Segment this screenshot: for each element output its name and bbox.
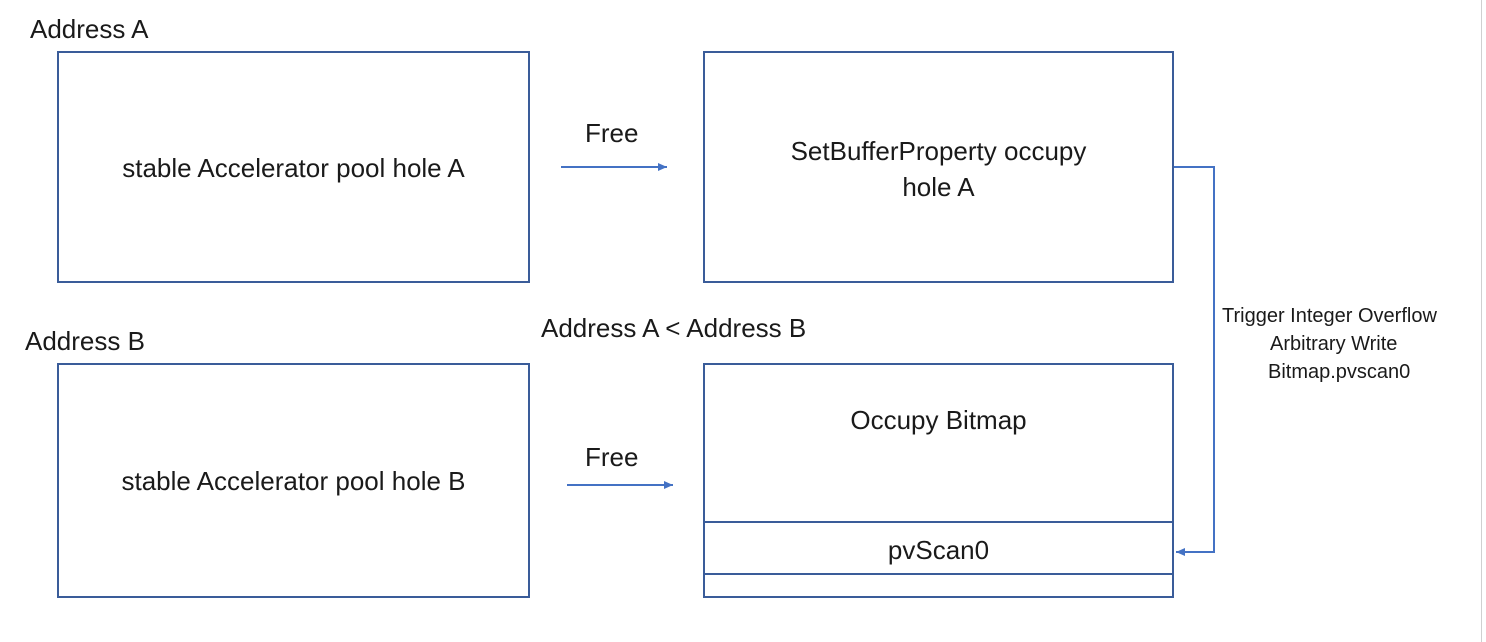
- pvscan-top-divider: [705, 521, 1172, 523]
- bitmap-title: Occupy Bitmap: [850, 405, 1027, 435]
- pool-hole-a-text: stable Accelerator pool hole A: [122, 153, 465, 183]
- free-top-label: Free: [585, 118, 639, 148]
- bitmap-box: Occupy Bitmap pvScan0: [703, 363, 1174, 598]
- pvscan-field: pvScan0: [887, 535, 990, 565]
- free-bottom-label: Free: [585, 442, 639, 472]
- setbuffer-text-line1: SetBufferProperty occupy: [790, 136, 1087, 166]
- pool-hole-a-box: stable Accelerator pool hole A: [57, 51, 530, 283]
- overflow-note-line2: Arbitrary Write: [1270, 333, 1398, 355]
- overflow-connector-arrow: [1174, 166, 1215, 556]
- canvas-edge: [1481, 0, 1482, 642]
- pool-hole-b-box: stable Accelerator pool hole B: [57, 363, 530, 598]
- overflow-note-line1: Trigger Integer Overflow: [1222, 305, 1437, 327]
- pool-hole-b-text: stable Accelerator pool hole B: [121, 466, 466, 496]
- address-compare-label: Address A < Address B: [541, 313, 807, 343]
- overflow-note-line3: Bitmap.pvscan0: [1268, 361, 1411, 383]
- address-a-label: Address A: [30, 14, 149, 44]
- address-b-label: Address B: [25, 326, 145, 356]
- pvscan-bottom-divider: [705, 573, 1172, 575]
- setbuffer-text-line2: hole A: [902, 172, 975, 202]
- setbuffer-box: SetBufferProperty occupy hole A: [703, 51, 1174, 283]
